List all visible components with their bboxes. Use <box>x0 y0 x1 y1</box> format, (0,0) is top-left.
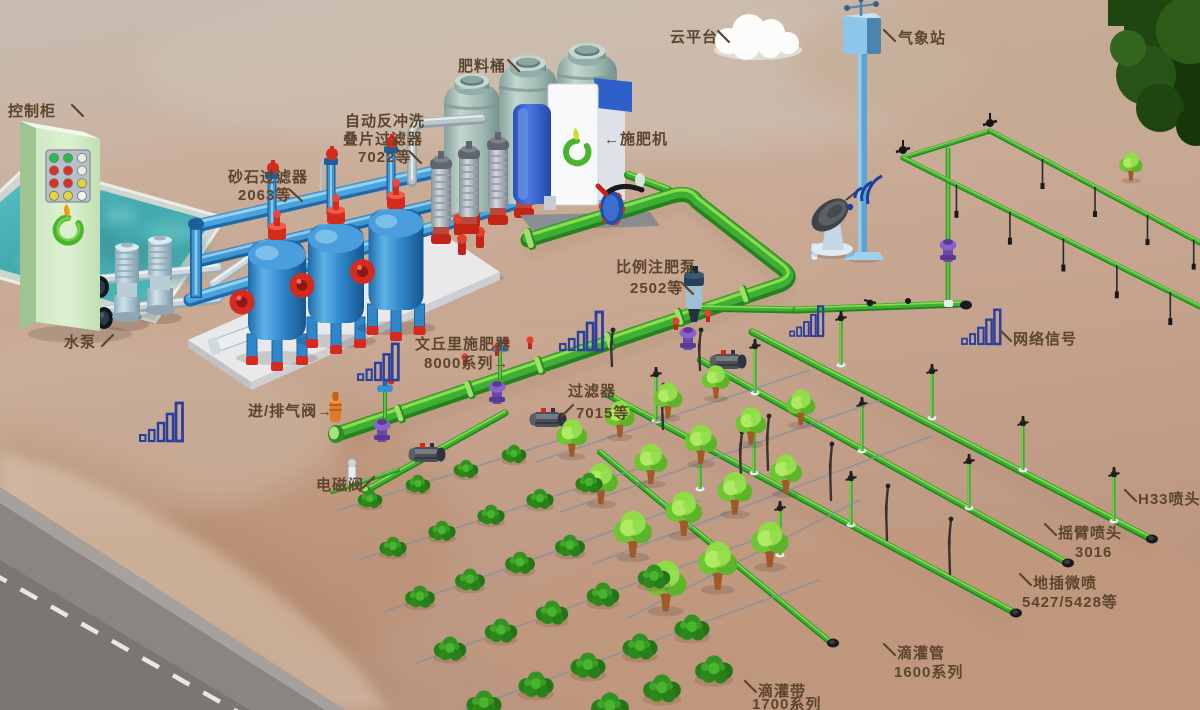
svg-text:文丘里施肥器: 文丘里施肥器 <box>415 335 511 353</box>
svg-text:进/排气阀→: 进/排气阀→ <box>248 402 333 420</box>
svg-text:1700系列: 1700系列 <box>752 695 821 710</box>
svg-text:云平台: 云平台 <box>670 28 718 46</box>
svg-text:7022等: 7022等 <box>358 148 411 166</box>
svg-text:2063等: 2063等 <box>238 186 291 204</box>
svg-text:8000系列→: 8000系列→ <box>424 354 509 372</box>
svg-text:滴灌带: 滴灌带 <box>758 682 806 700</box>
svg-text:过滤器: 过滤器 <box>568 382 616 400</box>
svg-text:地插微喷: 地插微喷 <box>1033 574 1097 592</box>
svg-text:水泵: 水泵 <box>64 333 96 351</box>
svg-text:网络信号: 网络信号 <box>1013 330 1077 348</box>
svg-text:5427/5428等: 5427/5428等 <box>1022 593 1118 611</box>
svg-text:H33喷头: H33喷头 <box>1138 491 1200 508</box>
svg-text:砂石过滤器: 砂石过滤器 <box>228 168 308 186</box>
svg-text:7015等: 7015等 <box>576 404 629 422</box>
svg-text:←施肥机: ←施肥机 <box>604 130 668 148</box>
svg-text:滴灌管: 滴灌管 <box>897 644 945 662</box>
svg-text:叠片过滤器: 叠片过滤器 <box>343 130 423 148</box>
svg-text:肥料桶: 肥料桶 <box>458 57 506 75</box>
svg-text:控制柜: 控制柜 <box>8 102 56 120</box>
svg-text:3016: 3016 <box>1075 544 1112 561</box>
svg-text:电磁阀: 电磁阀 <box>316 476 364 494</box>
svg-text:摇臂喷头: 摇臂喷头 <box>1058 524 1122 542</box>
svg-text:比例注肥泵: 比例注肥泵 <box>616 258 696 276</box>
svg-text:1600系列: 1600系列 <box>894 663 963 681</box>
svg-text:气象站: 气象站 <box>897 29 946 47</box>
svg-text:自动反冲洗: 自动反冲洗 <box>345 112 425 130</box>
svg-text:2502等: 2502等 <box>630 279 683 297</box>
